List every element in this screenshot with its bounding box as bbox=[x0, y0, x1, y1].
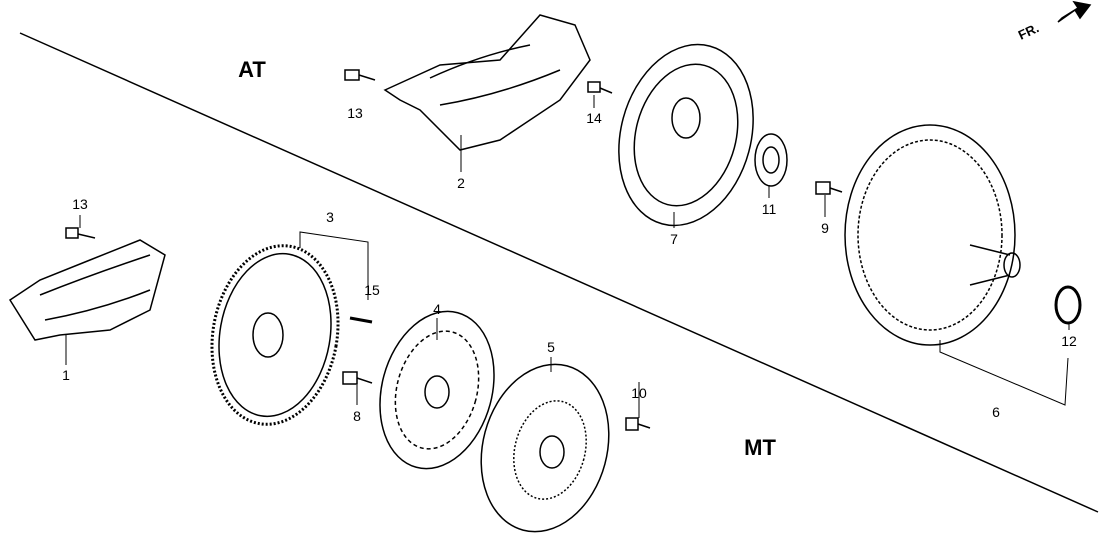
callout-1: 1 bbox=[62, 367, 70, 383]
part-7-drive-plate bbox=[618, 43, 754, 227]
divider-line bbox=[19, 32, 1099, 513]
callout-15: 15 bbox=[364, 282, 380, 298]
section-label-at: AT bbox=[238, 57, 266, 82]
callout-3: 3 bbox=[326, 209, 334, 225]
part-2-cover bbox=[383, 14, 591, 151]
part-15-pin bbox=[349, 316, 373, 324]
callout-5: 5 bbox=[547, 339, 555, 355]
callout-13: 13 bbox=[72, 196, 88, 212]
section-label-mt: MT bbox=[744, 435, 776, 460]
part-11-washer bbox=[754, 133, 788, 187]
callout-14: 14 bbox=[586, 110, 602, 126]
callout-9: 9 bbox=[821, 220, 829, 236]
bolt-8 bbox=[342, 371, 373, 385]
front-arrow-icon bbox=[1057, 0, 1092, 23]
callout-4: 4 bbox=[433, 301, 441, 317]
callout-11: 11 bbox=[761, 201, 777, 217]
part-3-flywheel bbox=[210, 244, 340, 426]
bolt-13a bbox=[344, 69, 376, 81]
callout-10: 10 bbox=[631, 385, 647, 401]
bolt-14 bbox=[587, 81, 613, 94]
part-5-pressure-plate bbox=[480, 363, 610, 533]
callout-2: 2 bbox=[457, 175, 465, 191]
bolt-9 bbox=[815, 181, 843, 195]
callout-13: 13 bbox=[347, 105, 363, 121]
callout-8: 8 bbox=[353, 408, 361, 424]
bolt-10 bbox=[625, 417, 651, 431]
part-1-cover bbox=[8, 239, 166, 341]
part-4-clutch-disc bbox=[379, 310, 495, 470]
part-12-o-ring bbox=[1054, 285, 1082, 325]
callout-6: 6 bbox=[992, 404, 1000, 420]
callout-7: 7 bbox=[670, 231, 678, 247]
part-6-torque-converter bbox=[844, 124, 1021, 346]
bolt-13b bbox=[65, 227, 96, 239]
callout-12: 12 bbox=[1061, 333, 1077, 349]
